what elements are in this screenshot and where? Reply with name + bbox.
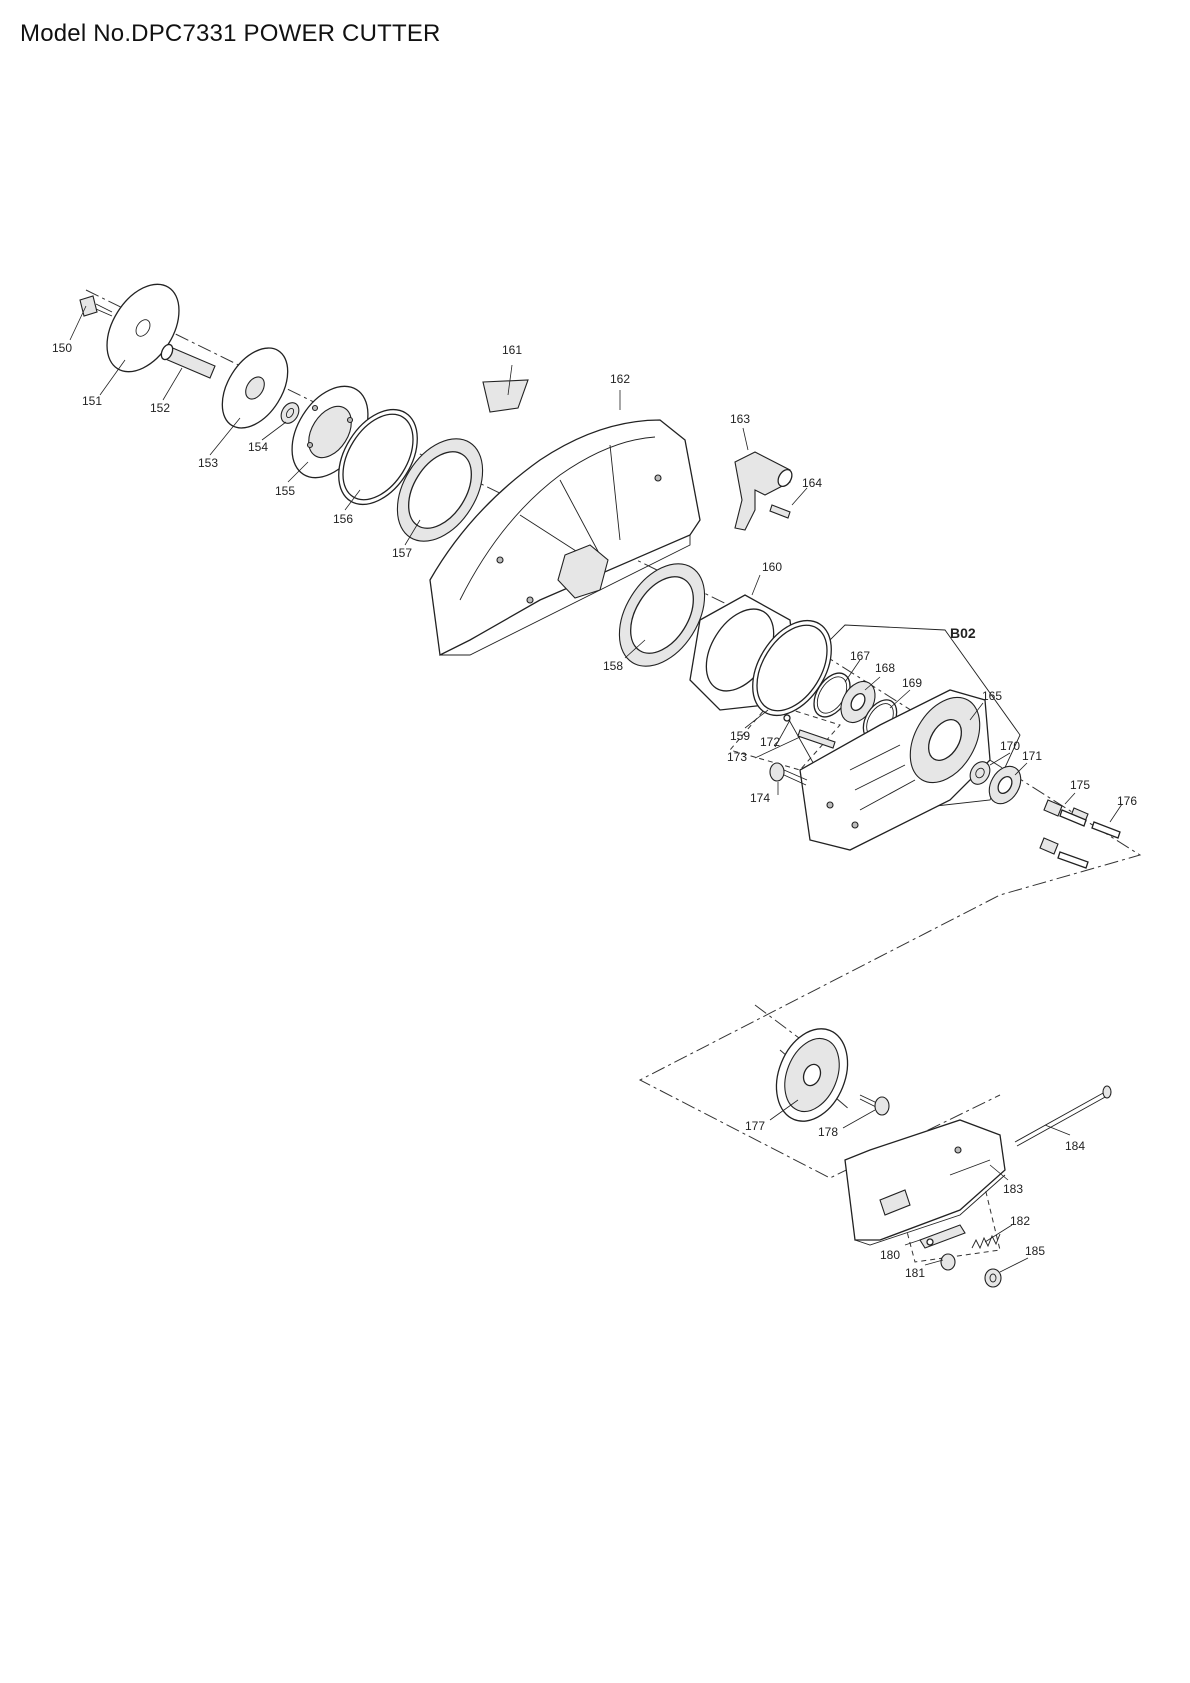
part-176-bolt [1057,809,1121,869]
callout-164: 164 [802,476,822,490]
group-label: B02 [950,625,976,641]
part-162-wheel-guard [429,419,701,656]
part-184-long-bolt [1014,1085,1112,1147]
callout-156: 156 [333,512,353,526]
callout-160: 160 [762,560,782,574]
callout-181: 181 [905,1266,925,1280]
callout-151: 151 [82,394,102,408]
callout-172: 172 [760,735,780,749]
callout-167: 167 [850,649,870,663]
callout-154: 154 [248,440,268,454]
part-175-adjuster [1039,799,1089,855]
callout-159: 159 [730,729,750,743]
callout-165: 165 [982,689,1002,703]
part-170-nut [969,761,991,785]
page-title: Model No.DPC7331 POWER CUTTER [20,20,441,47]
part-174-bolt [769,762,808,786]
part-152-spindle [160,343,216,379]
callout-176: 176 [1117,794,1137,808]
part-161-label [482,379,529,413]
part-181-nut [940,1253,956,1271]
part-185-nut [984,1268,1002,1288]
part-168-bearing [840,680,876,724]
callout-173: 173 [727,750,747,764]
part-180-tension-plate [919,1224,966,1249]
leader-lines [69,305,1123,1273]
part-156-ring [338,408,418,506]
part-172-pin [783,714,791,722]
part-164-screw [769,504,791,519]
part-183-belt-cover [844,1119,1006,1246]
part-177-pulley [775,1028,849,1122]
part-153-inner-flange [221,347,289,429]
callout-185: 185 [1025,1244,1045,1258]
callout-168: 168 [875,661,895,675]
part-151-outer-flange [106,283,180,373]
part-182-spring [971,1233,1001,1250]
part-callouts: 150 151 152 153 154 155 156 157 158 159 … [52,341,1137,1280]
callout-171: 171 [1022,749,1042,763]
part-158-ring [618,563,706,667]
callout-162: 162 [610,372,630,386]
callout-183: 183 [1003,1182,1023,1196]
part-171-bearing [988,765,1022,805]
part-159-ring [752,619,832,717]
part-150-bolt [79,295,113,317]
part-157-toothed-ring [396,438,484,542]
callout-174: 174 [750,791,770,805]
callout-170: 170 [1000,739,1020,753]
callout-184: 184 [1065,1139,1085,1153]
part-178-bolt [859,1094,890,1116]
callout-180: 180 [880,1248,900,1262]
callout-153: 153 [198,456,218,470]
part-163-bracket [734,451,793,531]
callout-158: 158 [603,659,623,673]
callout-169: 169 [902,676,922,690]
part-165-arm-housing [799,689,991,851]
callout-161: 161 [502,343,522,357]
part-173-bolt [797,729,836,749]
callout-150: 150 [52,341,72,355]
callout-182: 182 [1010,1214,1030,1228]
callout-152: 152 [150,401,170,415]
callout-163: 163 [730,412,750,426]
callout-178: 178 [818,1125,838,1139]
part-154-nut [280,402,300,424]
callout-157: 157 [392,546,412,560]
callout-175: 175 [1070,778,1090,792]
callout-155: 155 [275,484,295,498]
callout-177: 177 [745,1119,765,1133]
